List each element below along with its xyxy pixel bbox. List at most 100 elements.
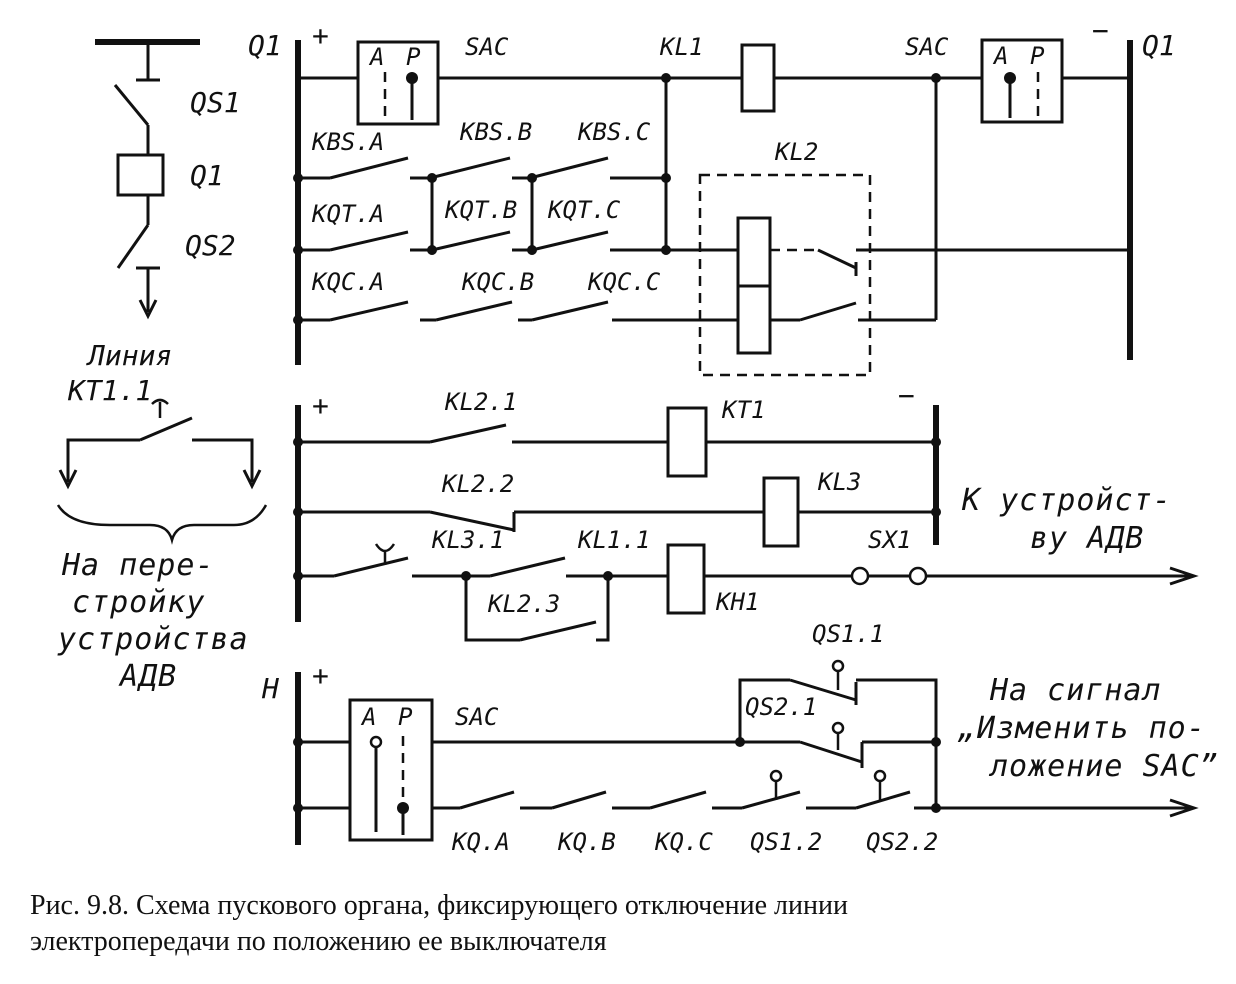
kh1-label: KH1: [715, 588, 759, 616]
section-signal: H + A P SAC QS1.1 QS2.1: [261, 620, 1218, 856]
kqt-b-label: KQT.B: [444, 196, 517, 224]
kl2-1-contact: [429, 423, 507, 444]
kq-c-contact: [649, 790, 707, 810]
plus-2-label: +: [312, 389, 329, 422]
qs2-label: QS2: [185, 229, 236, 262]
kbs-a-contact: [329, 156, 409, 180]
qs2-2-label: QS2.2: [866, 828, 938, 856]
q1-label: Q1: [190, 159, 224, 192]
output-arrow-signal: [1169, 798, 1199, 818]
sac-left-label: SAC: [465, 33, 509, 61]
kq-a-contact: [459, 790, 515, 810]
sac-left-switch: [356, 40, 440, 126]
qs1-2-label: QS1.2: [750, 828, 822, 856]
sac-right-switch: [980, 38, 1064, 124]
kl3-label: KL3: [817, 468, 861, 496]
kl1-label: KL1: [659, 33, 703, 61]
kl3-1-label: KL3.1: [431, 526, 504, 554]
bus-h-label: H: [261, 672, 279, 705]
qs2-2-contact: [855, 790, 911, 810]
qs1-blade: [113, 84, 150, 126]
kqt-a-contact: [329, 230, 409, 252]
to-adv-note-2: ву АДВ: [1030, 521, 1144, 556]
kbs-b-contact: [429, 156, 511, 180]
q1-breaker-symbol: [116, 153, 165, 197]
kqt-c-label: KQT.C: [547, 196, 621, 224]
sac-right-p: P: [1030, 42, 1045, 70]
kbs-c-contact: [529, 156, 609, 180]
sac-left-a: A: [368, 43, 384, 71]
kl2-3-contact: [519, 620, 597, 642]
figure-caption: Рис. 9.8. Схема пускового органа, фиксир…: [30, 888, 1210, 960]
kl2-upper-contact: [817, 248, 857, 270]
plus-1-label: +: [312, 19, 329, 52]
qs1-1-label: QS1.1: [812, 620, 884, 648]
kl1-1-label: KL1.1: [577, 526, 650, 554]
kbs-c-label: KBS.C: [577, 118, 651, 146]
kqc-b-contact: [435, 300, 513, 322]
relay-schematic: QS1 Q1 QS2 Линия KT1.1 На пере- стройку …: [56, 14, 1218, 856]
minus-1-label: −: [1092, 14, 1109, 47]
sac-bottom-p: P: [398, 703, 413, 731]
sac-bottom-label: SAC: [455, 703, 499, 731]
kt1-1-contact: [139, 416, 193, 442]
line-arrow: [138, 299, 158, 320]
kq-c-label: KQ.C: [654, 828, 713, 856]
sac-bottom-a: A: [360, 703, 376, 731]
kt1-1-label: KT1.1: [67, 374, 152, 407]
qs1-label: QS1: [190, 86, 241, 119]
kl2-label: KL2: [774, 138, 818, 166]
kbs-b-label: KBS.B: [459, 118, 532, 146]
kqt-b-contact: [431, 230, 511, 252]
kbs-a-label: KBS.A: [311, 128, 384, 156]
sac-right-a: A: [992, 42, 1008, 70]
time-delay-icon: [151, 398, 169, 418]
reconfig-note-3: устройства: [57, 622, 249, 657]
minus-2-label: −: [898, 379, 915, 412]
sac-left-p: P: [406, 43, 421, 71]
kqc-a-label: KQC.A: [311, 268, 384, 296]
section-middle: + − KL2.1 KT1 KL2.2 KL3: [293, 379, 1199, 642]
kl2-lower-contact: [799, 301, 857, 322]
section-q1: Q1 Q1 + − A P SAC KL1 A P SAC: [248, 14, 1176, 377]
qs1-1-contact: [789, 678, 857, 702]
qs2-blade: [116, 224, 150, 269]
kl3-1-contact: [333, 556, 409, 578]
kl2-1-label: KL2.1: [444, 388, 517, 416]
delay-release-icon: [374, 543, 396, 565]
signal-note-2: „Изменить по-: [957, 711, 1206, 746]
kqc-b-label: KQC.B: [461, 268, 534, 296]
qs2-1-contact: [799, 740, 863, 764]
caption-line-2: электропередачи по положению ее выключат…: [30, 926, 607, 957]
kt1-1-block: KT1.1 На пере- стройку устройства АДВ: [56, 374, 268, 694]
line-label: Линия: [86, 339, 172, 372]
kq-b-label: KQ.B: [557, 828, 616, 856]
signal-note-1: На сигнал: [989, 673, 1162, 708]
kl2-3-label: KL2.3: [487, 590, 560, 618]
reconfig-note-2: стройку: [72, 585, 205, 620]
sx1-terminal-2: [908, 566, 928, 586]
kq-b-contact: [551, 790, 607, 810]
primary-circuit: QS1 Q1 QS2 Линия: [86, 39, 241, 372]
kqc-c-label: KQC.C: [587, 268, 661, 296]
sx1-label: SX1: [868, 526, 911, 554]
sx1-terminal-1: [850, 566, 870, 586]
kqc-c-contact: [531, 300, 609, 322]
sac-bottom-switch: [348, 698, 434, 842]
kh1-coil: [666, 543, 706, 615]
plus-3-label: +: [312, 659, 329, 692]
caption-line-1: Рис. 9.8. Схема пускового органа, фиксир…: [30, 890, 848, 921]
bus-q1-right-label: Q1: [1142, 29, 1176, 62]
kl2-2-label: KL2.2: [441, 470, 514, 498]
kl1-1-contact: [489, 556, 566, 578]
to-adv-note-1: К устрой­ст-: [961, 483, 1172, 518]
kl2-2-contact: [429, 510, 515, 532]
kq-a-label: KQ.A: [451, 828, 510, 856]
kqt-c-contact: [531, 230, 609, 252]
kt1-coil: [666, 406, 708, 478]
kl2-relay-frame: [698, 173, 872, 377]
reconfig-note-1: На пере-: [61, 548, 215, 583]
kl1-coil: [740, 43, 776, 113]
qs2-1-label: QS2.1: [745, 693, 817, 721]
sac-right-label: SAC: [905, 33, 949, 61]
